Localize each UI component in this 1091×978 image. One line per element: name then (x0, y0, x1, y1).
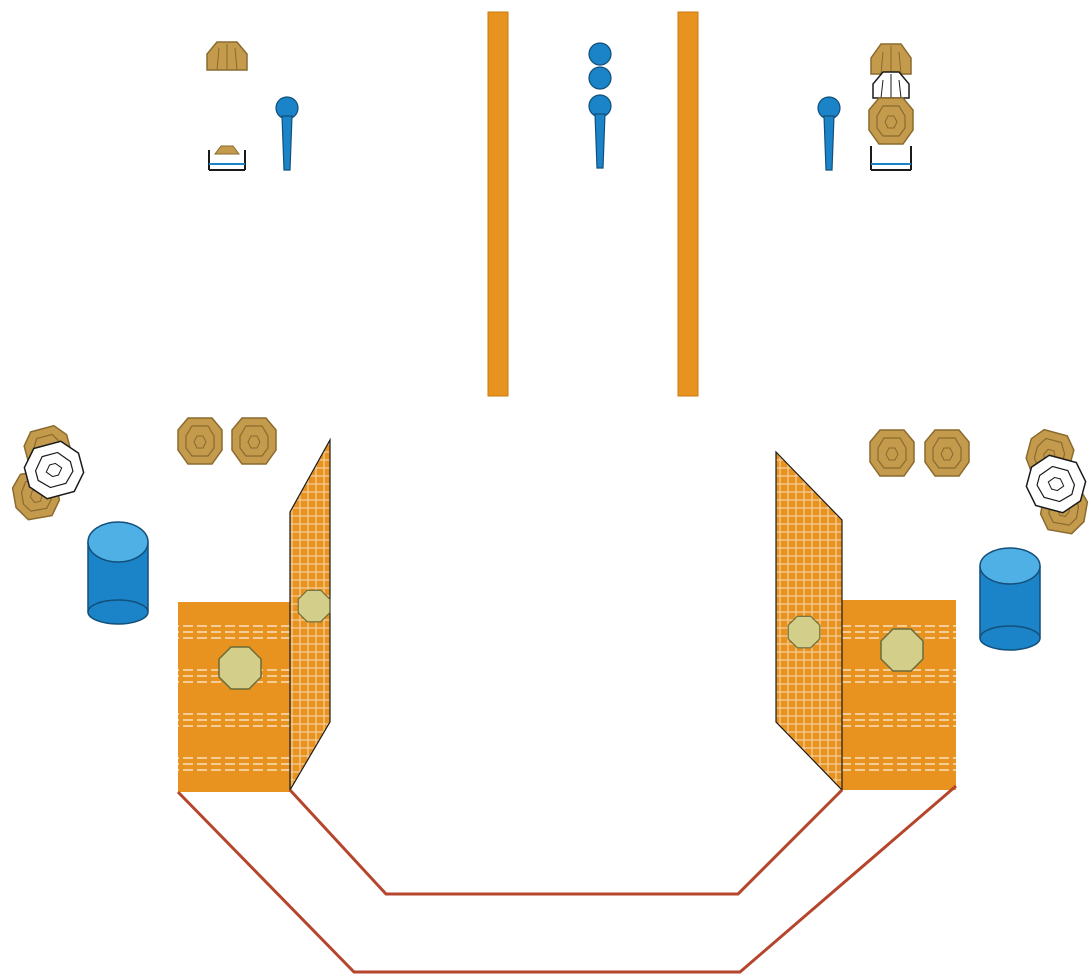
octagon-target-icon (880, 628, 924, 672)
octagon-target-icon (787, 615, 821, 649)
paper-target-icon (869, 429, 915, 477)
no-shoot-icon (872, 71, 910, 99)
no-shoot-icon (23, 440, 85, 500)
no-shoot-icon (1025, 454, 1087, 514)
target-stand-icon (208, 145, 246, 171)
popper-icon (588, 94, 612, 169)
wall-icon (677, 11, 699, 397)
popper-icon (817, 96, 841, 171)
barrel-icon (979, 547, 1041, 651)
wall-icon (178, 602, 290, 792)
steel-target-icon (870, 43, 912, 75)
fault-line-icon (288, 788, 844, 896)
paper-target-icon (924, 429, 970, 477)
fault-line-icon (176, 784, 957, 974)
wall-icon (487, 11, 509, 397)
steel-target-icon (206, 41, 248, 71)
popper-icon (275, 96, 299, 171)
steel-target-icon (868, 97, 914, 145)
octagon-target-icon (218, 646, 262, 690)
target-stand-icon (870, 146, 912, 171)
barrel-icon (87, 521, 149, 625)
popper-icon (588, 66, 612, 90)
paper-target-icon (177, 417, 223, 465)
paper-target-icon (231, 417, 277, 465)
popper-icon (588, 42, 612, 66)
octagon-target-icon (297, 589, 331, 623)
